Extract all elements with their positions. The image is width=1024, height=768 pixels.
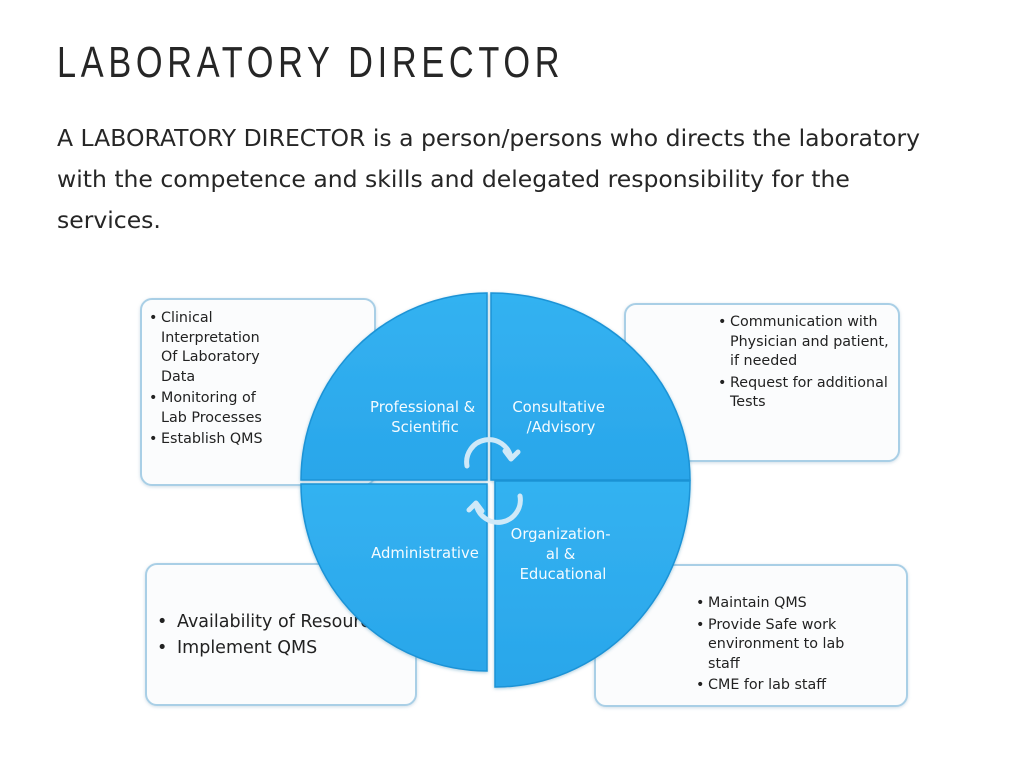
list-item: Provide Safe work environment to lab sta… (696, 616, 868, 675)
list-item: Maintain QMS (696, 594, 906, 614)
segment-organizational-educational (494, 480, 691, 688)
segment-label-administrative: Administrative (371, 545, 479, 562)
list-item: Communication with Physician and patient… (718, 313, 898, 372)
bullet-list: Communication with Physician and patient… (718, 313, 898, 413)
cycle-arrows-icon (464, 437, 523, 525)
box-consultative-advisory: Communication with Physician and patient… (624, 303, 900, 462)
page-title: LABORATORY DIRECTOR (57, 38, 565, 87)
list-item: Request for additional Tests (718, 374, 898, 413)
segment-label-consultative: Consultative /Advisory (512, 399, 609, 436)
bullet-list: Availability of Resources Implement QMS (157, 610, 415, 660)
segment-label-professional: Professional & Scientific (370, 399, 480, 436)
list-item: Implement QMS (157, 636, 415, 660)
bullet-list: Clinical Interpretation Of Laboratory Da… (149, 309, 374, 450)
list-item: CME for lab staff (696, 676, 906, 696)
bullet-list: Maintain QMS Provide Safe work environme… (696, 594, 906, 696)
list-item: Clinical Interpretation Of Laboratory Da… (149, 309, 279, 387)
segment-consultative-advisory (490, 292, 691, 481)
list-item: Establish QMS (149, 430, 279, 450)
list-item: Monitoring of Lab Processes (149, 389, 279, 428)
segment-professional-scientific (300, 292, 488, 481)
segment-administrative (300, 483, 488, 672)
segment-label-organizational: Organization- al & Educational (511, 526, 616, 583)
list-item: Availability of Resources (157, 610, 415, 634)
intro-paragraph: A LABORATORY DIRECTOR is a person/person… (57, 124, 921, 234)
